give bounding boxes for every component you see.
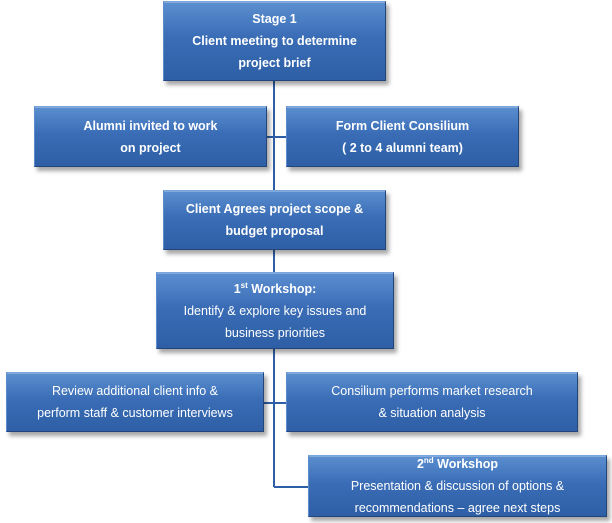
agrees-text-line-1: Client Agrees project scope & bbox=[185, 202, 364, 216]
agrees-text-line-2: budget proposal bbox=[225, 224, 324, 238]
stage-1-text-line-2: project brief bbox=[238, 56, 311, 70]
research-text-line-1: Consilium performs market research bbox=[331, 384, 533, 398]
review-text-line-2: perform staff & customer interviews bbox=[37, 406, 233, 420]
workshop-2-heading: 2nd Workshop bbox=[417, 453, 498, 475]
research-text-line-2: & situation analysis bbox=[378, 406, 486, 420]
workshop-1-text-line-2: business priorities bbox=[224, 325, 326, 340]
form-consilium-box: Form Client Consilium ( 2 to 4 alumni te… bbox=[286, 106, 519, 167]
review-text-line-1: Review additional client info & bbox=[51, 384, 219, 398]
workshop-1-ordinal: 1 bbox=[233, 281, 241, 296]
workshop-1-ordinal-suffix: st bbox=[240, 280, 248, 290]
workshop-2-title: Workshop bbox=[433, 457, 499, 471]
consilium-text-line-2: ( 2 to 4 alumni team) bbox=[342, 140, 463, 155]
workshop-2-text-line-1: Presentation & discussion of options & bbox=[350, 479, 565, 493]
stage-1-text-line-1: Client meeting to determine bbox=[192, 34, 357, 48]
alumni-invited-box: Alumni invited to work on project bbox=[34, 106, 267, 167]
stage-1-heading: Stage 1 bbox=[252, 12, 297, 26]
alumni-text-line-2: on project bbox=[120, 140, 181, 155]
market-research-box: Consilium performs market research & sit… bbox=[286, 372, 578, 432]
workshop-2-ordinal-suffix: nd bbox=[423, 455, 434, 465]
workshop-1-heading: 1st Workshop: bbox=[234, 278, 317, 300]
consilium-text-line-1: Form Client Consilium bbox=[335, 118, 470, 133]
alumni-text-line-1: Alumni invited to work bbox=[83, 118, 218, 133]
workshop-2-text-line-2: recommendations – agree next steps bbox=[354, 501, 561, 515]
review-client-info-box: Review additional client info & perform … bbox=[6, 372, 264, 432]
workshop-1-title: Workshop: bbox=[247, 281, 317, 296]
workshop-2-box: 2nd Workshop Presentation & discussion o… bbox=[308, 455, 607, 517]
client-agrees-box: Client Agrees project scope & budget pro… bbox=[163, 190, 386, 250]
workshop-2-ordinal: 2 bbox=[416, 457, 424, 471]
workshop-1-box: 1st Workshop: Identify & explore key iss… bbox=[156, 272, 394, 349]
stage-1-box: Stage 1 Client meeting to determine proj… bbox=[163, 1, 386, 81]
workshop-1-text-line-1: Identify & explore key issues and bbox=[183, 303, 367, 318]
